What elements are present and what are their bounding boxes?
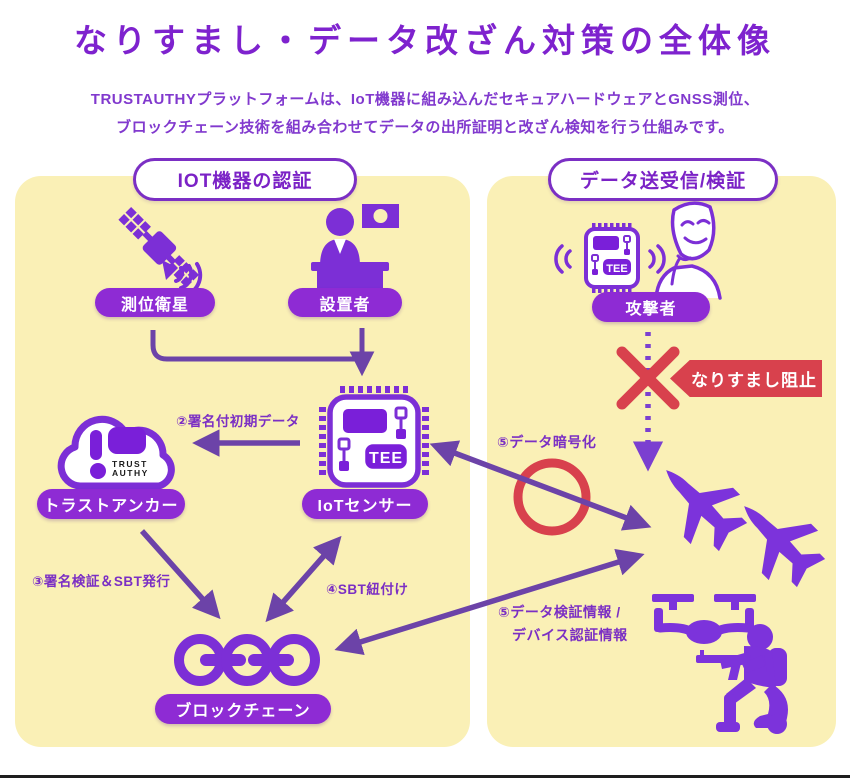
flow-step4-label: ④SBT紐付け	[326, 582, 409, 597]
spoof-block-badge-label: なりすまし阻止	[691, 371, 817, 390]
masked-attacker-icon	[654, 201, 722, 300]
flow-step5-verify-line2: デバイス認証情報	[512, 627, 628, 643]
installer-label-pill: 設置者	[288, 288, 402, 317]
attacker-label: 攻撃者	[625, 301, 677, 318]
flow-step3-label: ③署名検証＆SBT発行	[32, 574, 171, 589]
iot-sensor-label: IoTセンサー	[317, 498, 413, 515]
blockchain-label-pill: ブロックチェーン	[155, 694, 331, 724]
iot-sensor-chip-icon: TEE	[319, 386, 429, 496]
page-subtitle-line1: TRUSTAUTHYプラットフォームは、IoT機器に組み込んだセキュアハードウェ…	[90, 91, 760, 108]
satellite-label-pill: 測位衛星	[95, 288, 215, 317]
chip-tee-badge: TEE	[369, 450, 403, 467]
flow-step2-label: ②署名付初期データ	[176, 414, 300, 429]
spoof-block-badge: なりすまし阻止	[670, 360, 822, 397]
satellite-label: 測位衛星	[120, 296, 189, 314]
jet-icon-2	[744, 506, 826, 588]
page-subtitle-line2: ブロックチェーン技術を組み合わせてデータの出所証明と改ざん検知を行う仕組みです。	[116, 119, 734, 136]
trust-anchor-label-pill: トラストアンカー	[37, 489, 185, 519]
gnss-satellite-icon	[118, 206, 203, 297]
iot-sensor-label-pill: IoTセンサー	[302, 489, 428, 519]
blocked-x-icon	[616, 346, 680, 410]
connector-satellite-merge	[150, 330, 358, 362]
installer-icon	[311, 204, 399, 297]
arrow-step3-sbt-issue	[139, 529, 221, 620]
right-panel-header: データ送受信/検証	[548, 158, 778, 201]
arrow-step5-verification	[334, 548, 645, 656]
left-panel-header-label: IOT機器の認証	[177, 171, 313, 192]
cloud-logo-line2: AUTHY	[112, 468, 149, 478]
soldier-icon	[696, 624, 788, 734]
page-subtitle: TRUSTAUTHYプラットフォームは、IoT機器に組み込んだセキュアハードウェ…	[0, 86, 850, 142]
attacker-tee-chip-icon: TEE	[554, 223, 666, 293]
cloud-logo-line1: TRUST	[112, 459, 148, 469]
trust-anchor-label: トラストアンカー	[43, 498, 179, 515]
installer-label: 設置者	[319, 296, 371, 314]
bottom-edge-bar	[0, 775, 850, 778]
trust-anchor-cloud-icon: TRUST AUTHY	[57, 415, 175, 490]
left-panel-header: IOT機器の認証	[133, 158, 357, 201]
page-title: なりすまし・データ改ざん対策の全体像	[74, 22, 776, 59]
flow-step5-verify-label: ⑤データ検証情報 / デバイス認証情報	[498, 601, 628, 647]
arrow-step5-encryption	[429, 440, 652, 531]
drone-icon	[652, 594, 756, 644]
arrow-step4-sbt-link	[265, 535, 342, 623]
flow-step5-verify-line1: ⑤データ検証情報 /	[498, 604, 621, 620]
attacker-label-pill: 攻撃者	[592, 292, 710, 322]
small-chip-tee-badge: TEE	[606, 263, 627, 275]
right-panel-header-label: データ送受信/検証	[579, 171, 747, 192]
blockchain-chain-icon	[174, 634, 320, 686]
jet-icon-1	[666, 470, 748, 552]
flow-step5-encrypt-label: ⑤データ暗号化	[497, 434, 597, 450]
blockchain-label: ブロックチェーン	[175, 703, 311, 720]
